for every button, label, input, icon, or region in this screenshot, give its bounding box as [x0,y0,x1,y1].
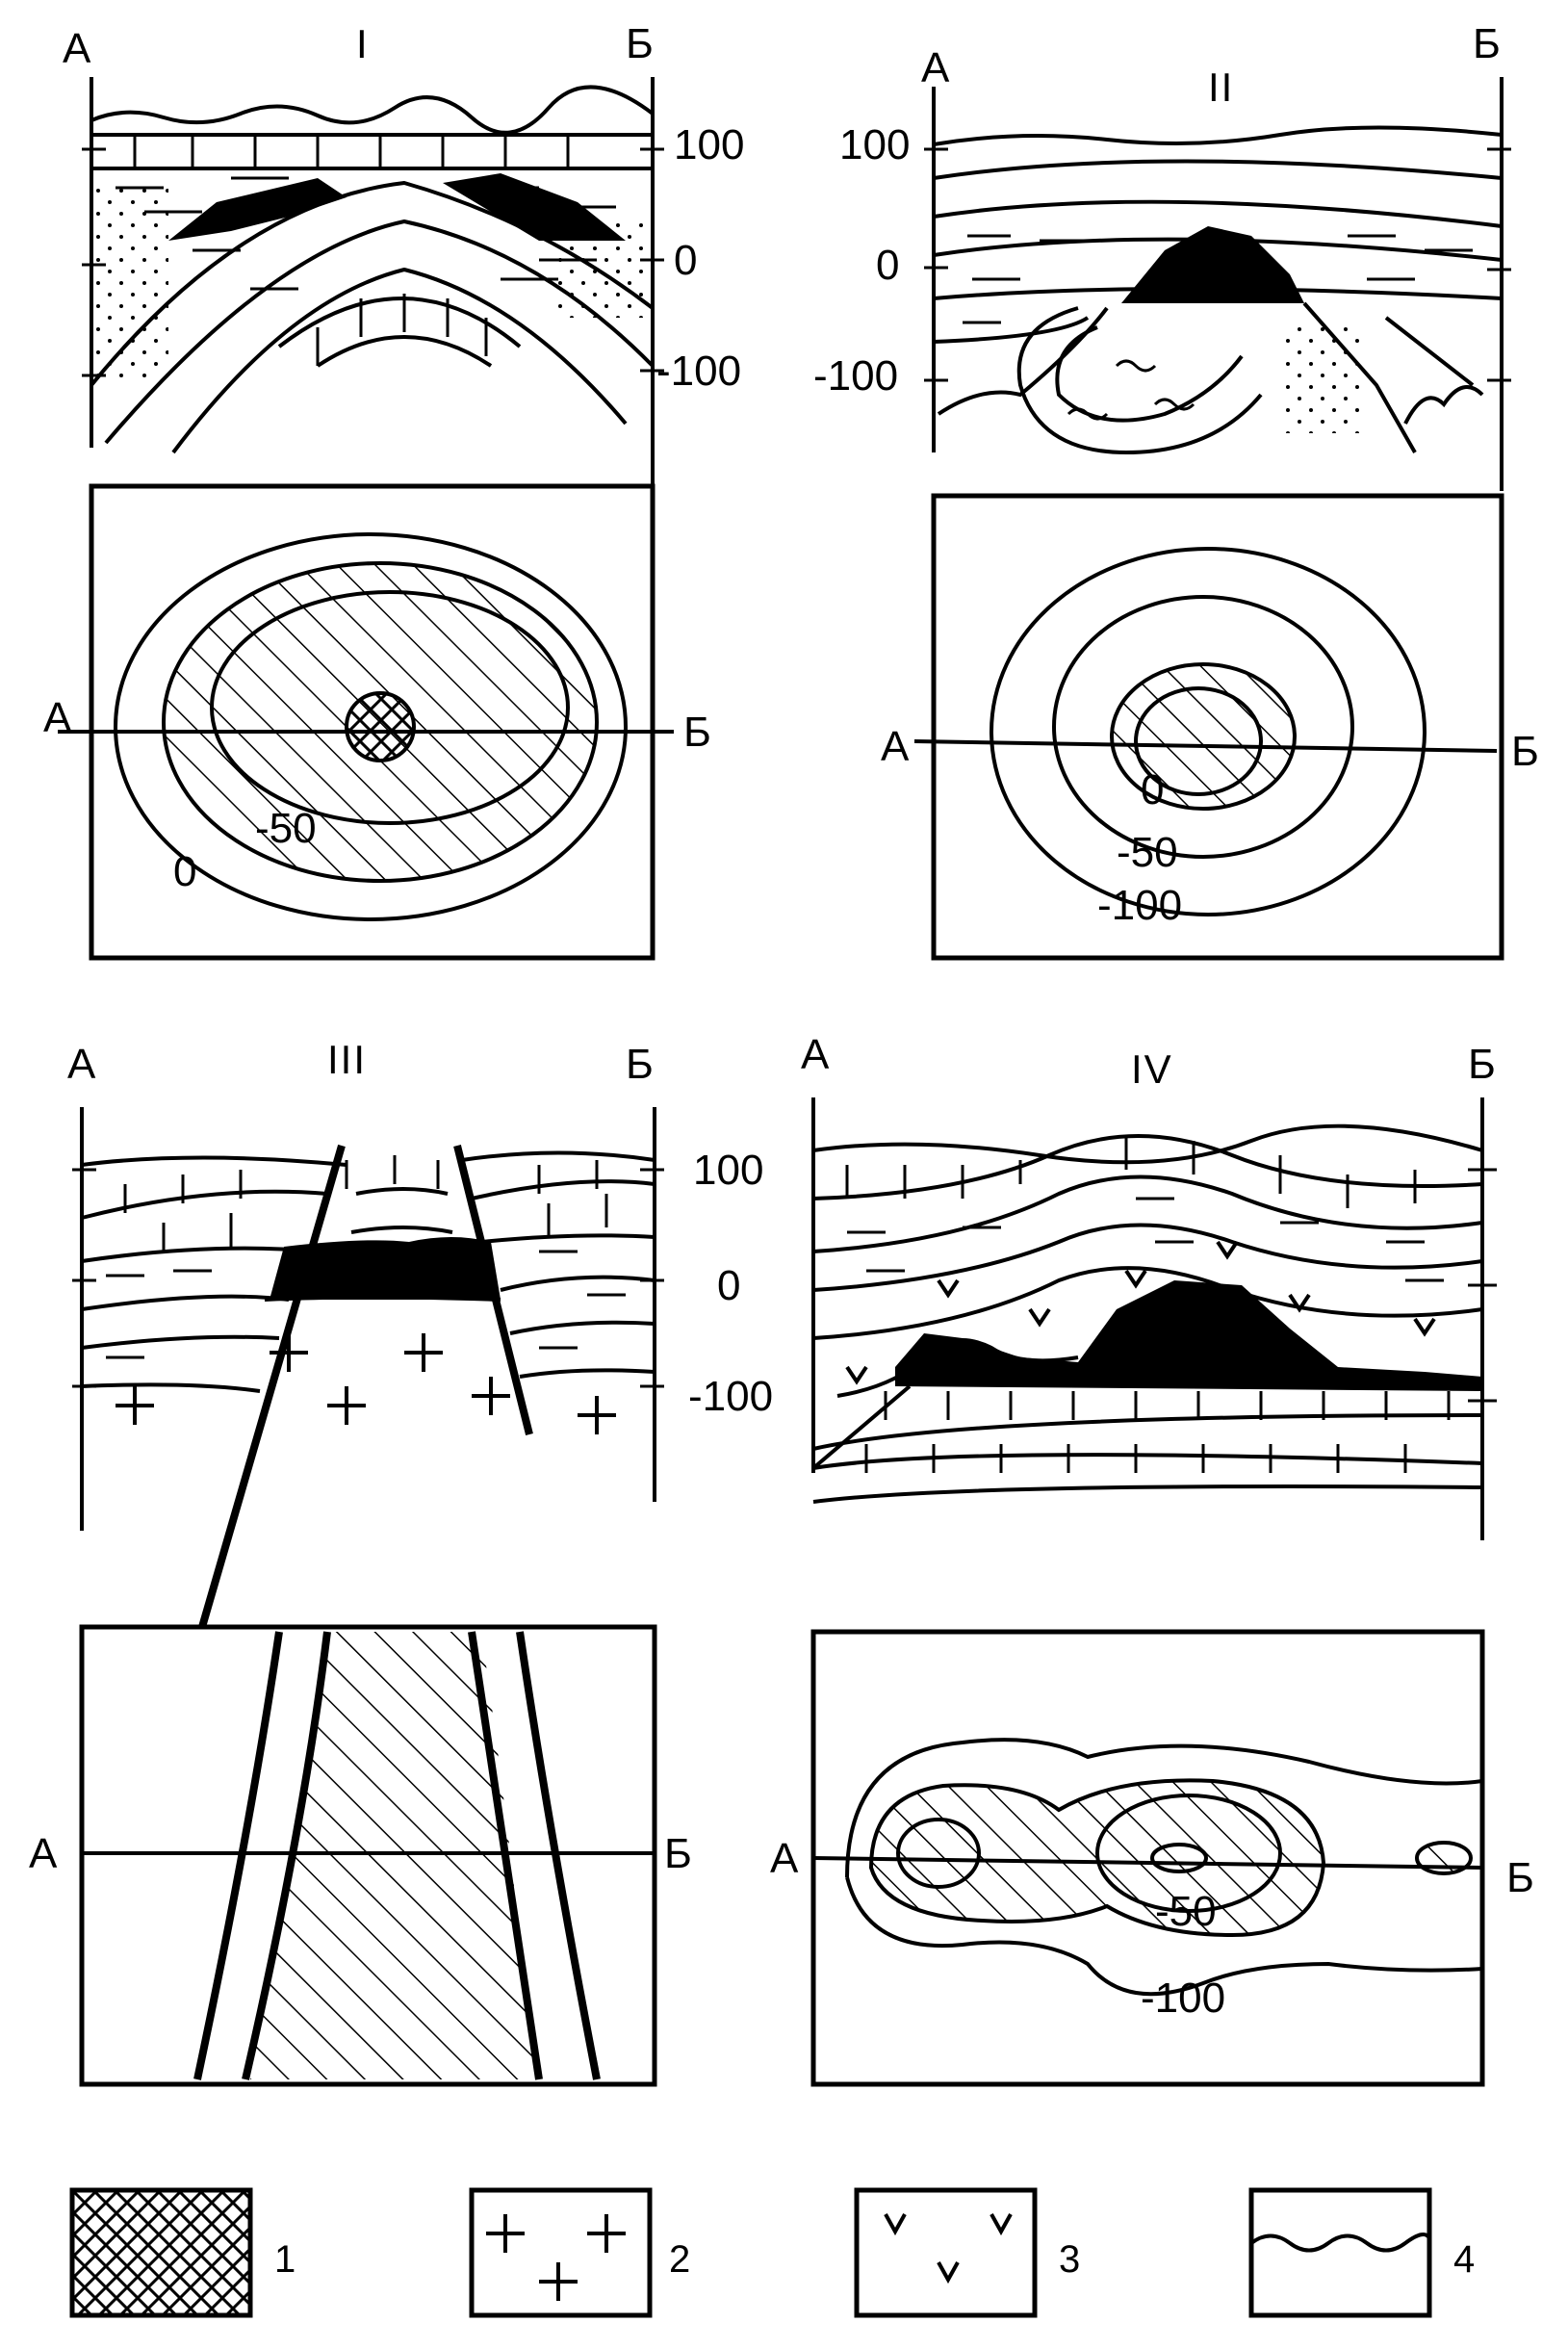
panel-3-map-left-label: А [29,1830,58,1877]
panel-4-depth-neg100: -100 [688,1373,773,1420]
panel-3-numeral: III [327,1037,367,1082]
panel-3-left-label: А [67,1041,96,1088]
panel-2-depth-100: 100 [839,121,910,168]
legend-item-1: 1 [72,2190,296,2315]
panel-4-section: А IV Б 100 0 -100 [688,1031,1497,1540]
panel-4-right-label: Б [1468,1041,1496,1088]
panel-1-depth-100: 100 [674,121,744,168]
legend-label-2: 2 [669,2238,690,2281]
panel-4-contour-neg100: -100 [1141,1975,1225,2022]
panel-4-numeral: IV [1131,1046,1173,1092]
panel-4-depth-100: 100 [693,1147,763,1194]
legend-item-2: 2 [472,2190,690,2315]
panel-3-map: А Б [29,1627,692,2084]
legend: 1 2 3 4 [72,2190,1475,2315]
panel-2-map-right-label: Б [1511,728,1539,775]
panel-4-map-right-label: Б [1506,1854,1534,1901]
legend-item-4: 4 [1251,2190,1475,2315]
panel-4-depth-0: 0 [717,1262,740,1309]
panel-1-left-label: А [63,25,91,72]
panel-2-contour-neg100: -100 [1097,882,1182,929]
panel-2-map: А Б 0 -50 -100 [881,496,1539,958]
panel-4-left-label: А [801,1031,830,1078]
legend-label-1: 1 [274,2238,296,2281]
panel-1-section: А I Б 100 0 -100 [63,20,744,486]
panel-1-contour-neg50: -50 [255,805,317,852]
panel-1-depth-neg100: -100 [656,348,741,395]
panel-2-section: А II Б 100 0 -100 [813,20,1511,491]
panel-3-right-label: Б [626,1041,654,1088]
panel-2-left-label: А [921,44,950,91]
panel-1-map: А Б -50 0 [43,486,711,958]
panel-1-right-label: Б [626,20,654,67]
panel-1-contour-0: 0 [173,848,196,895]
panel-2-map-left-label: А [881,723,910,770]
panel-3-section: А III Б [67,1037,664,1627]
panel-1-numeral: I [356,21,370,66]
panel-2-contour-0: 0 [1141,766,1164,813]
panel-2-depth-neg100: -100 [813,352,898,400]
panel-2-depth-0: 0 [876,242,899,289]
panel-2-contour-neg50: -50 [1117,829,1178,876]
panel-2-numeral: II [1208,65,1234,110]
panel-3-map-right-label: Б [664,1830,692,1877]
panel-1-depth-0: 0 [674,237,697,284]
panel-1-map-left-label: А [43,694,72,741]
legend-item-3: 3 [857,2190,1080,2315]
legend-label-3: 3 [1059,2238,1080,2281]
panel-2-right-label: Б [1473,20,1501,67]
legend-label-4: 4 [1453,2238,1475,2281]
panel-1-map-right-label: Б [683,709,711,756]
panel-4-map-left-label: А [770,1835,799,1882]
panel-4-contour-neg50: -50 [1155,1888,1217,1935]
panel-4-map: А Б -50 -100 [770,1632,1534,2084]
